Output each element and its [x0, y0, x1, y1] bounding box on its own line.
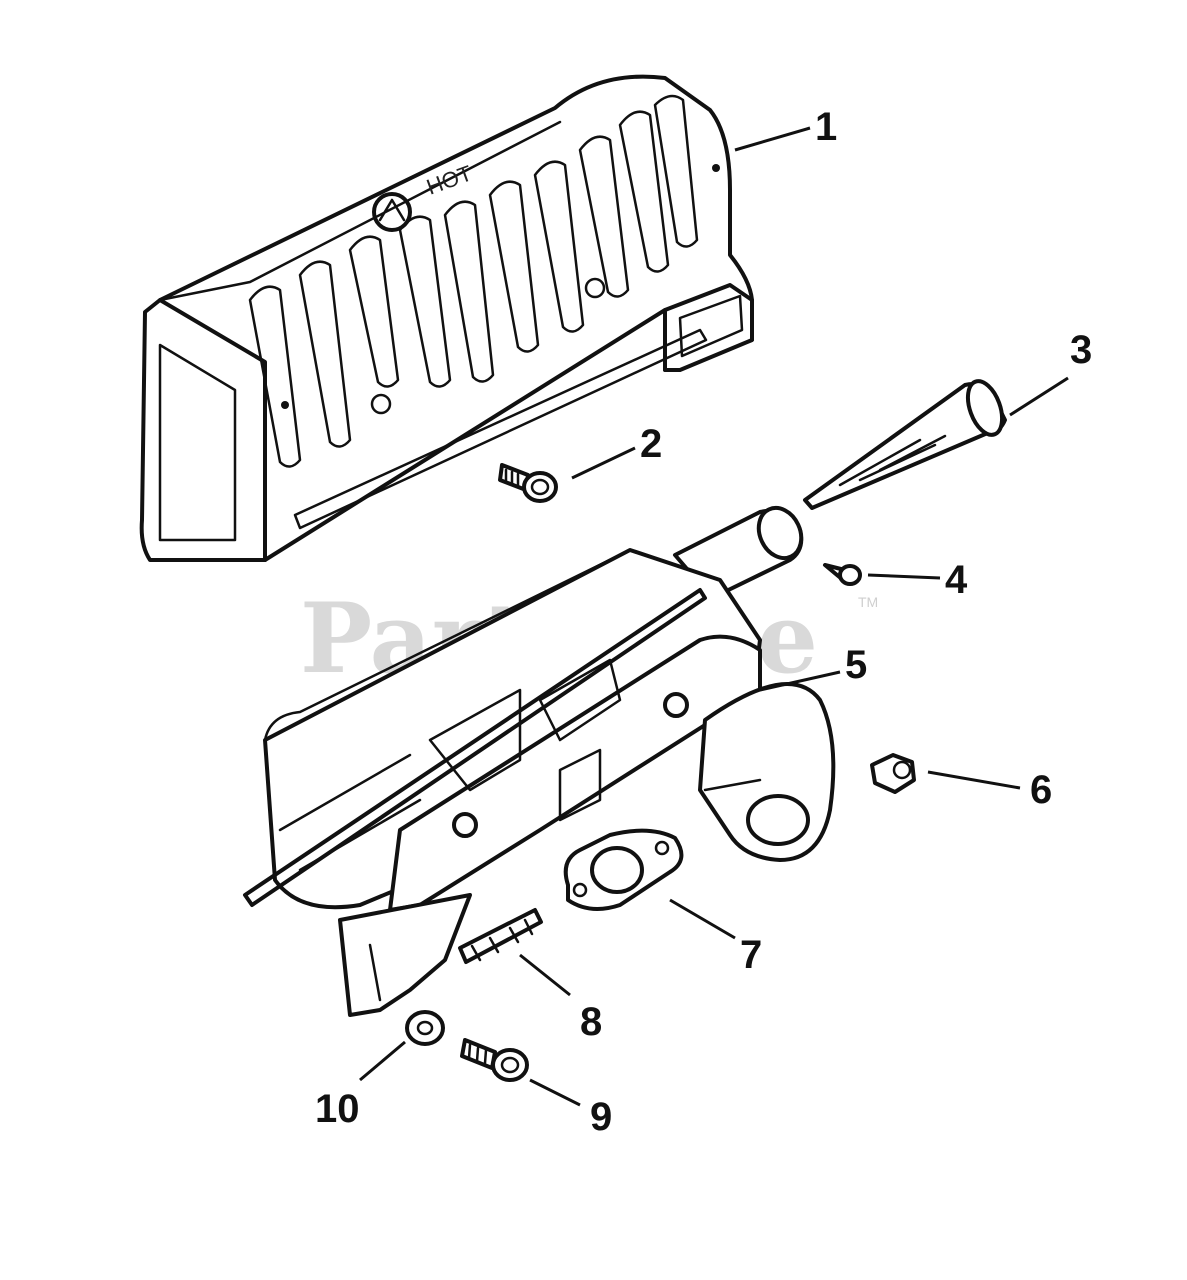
callout-9[interactable]: 9: [590, 1095, 612, 1139]
spark-arrester-screen-drawing[interactable]: [803, 377, 1009, 510]
watermark-trademark: TM: [858, 594, 878, 610]
heat-shield-fins: [248, 94, 699, 468]
hex-nut-drawing[interactable]: [870, 753, 916, 794]
callout-4[interactable]: 4: [945, 558, 968, 602]
stud-drawing[interactable]: [458, 908, 543, 964]
callout-6[interactable]: 6: [1030, 768, 1052, 812]
callout-10[interactable]: 10: [315, 1087, 360, 1131]
callout-labels: 1 2 3 4 5 6 7 8 9 10: [315, 105, 1092, 1139]
callout-8[interactable]: 8: [580, 1000, 602, 1044]
shield-screw-drawing[interactable]: [498, 463, 558, 503]
callout-5[interactable]: 5: [845, 643, 867, 687]
bracket-screw-drawing[interactable]: [460, 1038, 529, 1082]
screen-screw-drawing[interactable]: [823, 563, 862, 586]
muffler-drawing[interactable]: [243, 501, 836, 1017]
callout-7[interactable]: 7: [740, 933, 762, 977]
callout-1[interactable]: 1: [815, 105, 837, 149]
leader-lines: [359, 126, 1069, 1107]
washer-drawing[interactable]: [405, 1010, 445, 1046]
logo-icon: [372, 192, 412, 232]
exhaust-gasket-drawing[interactable]: [563, 828, 684, 911]
heat-shield-drawing[interactable]: HOT: [139, 74, 754, 562]
callout-2[interactable]: 2: [640, 422, 662, 466]
callout-3[interactable]: 3: [1070, 328, 1092, 372]
